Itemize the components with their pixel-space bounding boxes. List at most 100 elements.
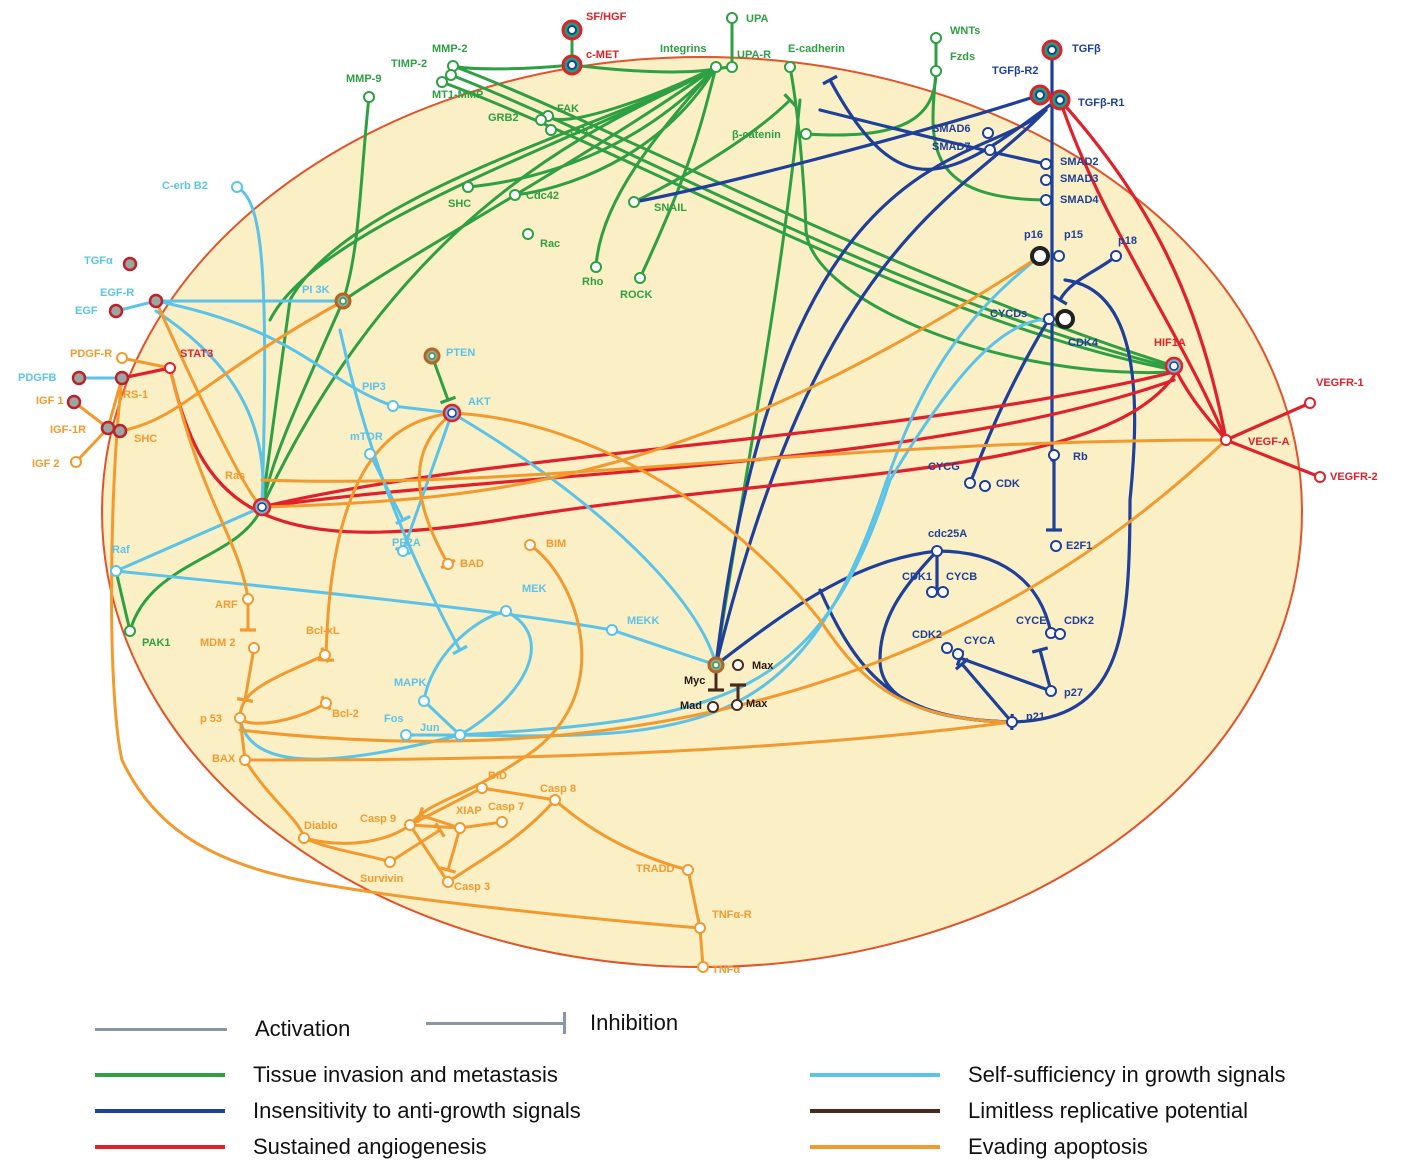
node-marker	[298, 832, 310, 844]
node-label-fak: FAK	[557, 103, 579, 115]
angiogenesis-swatch	[95, 1145, 225, 1149]
node-marker	[339, 297, 347, 305]
node-marker	[400, 729, 412, 741]
node-igf1r: IGF-1R	[50, 420, 116, 436]
node-label-e2f1: E2F1	[1066, 540, 1092, 552]
node-label-fzds: Fzds	[950, 51, 975, 63]
node-casp8: Casp 8	[540, 783, 576, 806]
node-marker	[1035, 90, 1045, 100]
node-cdk2a: CDK2	[912, 629, 953, 654]
node-marker	[964, 477, 976, 489]
node-e2f1: E2F1	[1050, 540, 1092, 552]
activation-edge-invasion	[260, 299, 345, 509]
node-smad4: SMAD4	[1040, 194, 1099, 206]
node-cmet: c-MET	[561, 49, 619, 76]
inhibition-edge-growth-signals	[401, 411, 454, 553]
inhibition-edge-apoptosis	[388, 828, 442, 864]
node-tgfb: TGFβ	[1041, 39, 1101, 61]
node-label-bcatenin: β-catenin	[732, 129, 781, 141]
node-marker	[462, 181, 474, 193]
node-p18: p18	[1110, 235, 1137, 262]
node-shc_top: SHC	[448, 181, 474, 210]
activation-edge-apoptosis	[238, 438, 1228, 743]
node-pak1: PAK1	[124, 625, 171, 649]
node-ras: Ras	[225, 470, 272, 517]
node-label-rock: ROCK	[620, 289, 652, 301]
node-marker	[941, 642, 953, 654]
node-mek: MEK	[500, 583, 547, 617]
activation-edge-angiogenesis	[1058, 98, 1228, 442]
node-label-mekk: MEKK	[627, 615, 659, 627]
inhibition-edge-apoptosis	[243, 646, 256, 702]
node-jun: Jun	[420, 722, 466, 741]
node-label-src: SRC	[570, 125, 593, 137]
node-stat3: STAT3	[164, 348, 213, 374]
node-mad: Mad	[680, 700, 719, 713]
activation-edge-anti-growth	[632, 93, 1042, 204]
node-tradd: TRADD	[636, 863, 694, 876]
node-arf: ARF	[215, 593, 254, 611]
activation-edge-apoptosis	[260, 254, 1042, 509]
anti-growth-label: Insensitivity to anti-growth signals	[253, 1098, 581, 1123]
node-marker	[239, 754, 251, 766]
legend-replicative: Limitless replicative potential	[810, 1098, 1248, 1124]
node-label-igf1r: IGF-1R	[50, 424, 86, 436]
node-raf: Raf	[110, 544, 130, 577]
activation-edge-apoptosis	[118, 299, 345, 433]
node-label-sfhgf: SF/HGF	[586, 11, 627, 23]
node-label-cycg: CYCG	[928, 461, 960, 473]
node-label-cyca: CYCA	[964, 635, 995, 647]
node-marker	[442, 558, 454, 570]
node-cdk2b: CDK2	[1054, 615, 1094, 640]
node-sfhgf: SF/HGF	[561, 11, 627, 41]
node-p21: p21	[1006, 711, 1045, 728]
inhibition-edge-apoptosis	[324, 411, 454, 662]
activation-edge-invasion	[114, 569, 132, 633]
node-label-smad6: SMAD6	[932, 123, 971, 135]
activation-edge-invasion	[341, 65, 718, 303]
node-rac: Rac	[522, 228, 560, 250]
node-marker	[387, 400, 399, 412]
node-marker	[319, 649, 331, 661]
node-label-cyce: CYCE	[1016, 615, 1047, 627]
node-label-upa: UPA	[746, 13, 768, 25]
node-label-p18: p18	[1118, 235, 1137, 247]
growth-signals-swatch	[810, 1073, 940, 1077]
node-marker	[1304, 397, 1316, 409]
node-marker	[476, 782, 488, 794]
node-cdc42: Cdc42	[509, 189, 559, 202]
apoptosis-label: Evading apoptosis	[968, 1134, 1148, 1159]
node-marker	[71, 370, 87, 386]
node-marker	[124, 625, 136, 637]
inhibition-edge-apoptosis	[446, 826, 462, 872]
node-marker	[397, 545, 409, 557]
node-timp2: TIMP-2	[391, 58, 457, 81]
node-marker	[606, 624, 618, 636]
inhibition-edge-anti-growth	[958, 656, 1053, 693]
node-smad7: SMAD7	[932, 141, 996, 156]
node-label-cerbb2: C-erb B2	[162, 180, 208, 192]
node-rb: Rb	[1048, 449, 1088, 463]
activation-edge-growth-signals	[154, 299, 395, 408]
activation-edge-invasion	[449, 73, 1176, 370]
activation-edge-invasion	[931, 69, 1052, 202]
activation-edge-invasion	[341, 95, 371, 303]
node-marker	[108, 303, 124, 319]
node-label-cdc25a: cdc25A	[928, 528, 967, 540]
activation-edge-apoptosis	[238, 716, 247, 762]
activation-edge-invasion	[638, 65, 718, 280]
node-marker	[731, 699, 743, 711]
node-pdgfr: PDGF-R	[70, 348, 128, 364]
node-p15: p15	[1053, 229, 1083, 262]
node-label-mdm2: MDM 2	[200, 637, 235, 649]
node-marker	[454, 729, 466, 741]
node-marker	[707, 701, 719, 713]
invasion-label: Tissue invasion and metastasis	[253, 1062, 558, 1087]
node-cdk4: CDK4	[1055, 309, 1099, 349]
node-bad: BAD	[442, 558, 484, 570]
node-mmp9: MMP-9	[346, 73, 381, 103]
activation-edge-angiogenesis	[1224, 438, 1322, 479]
node-marker	[590, 261, 602, 273]
node-pp2a: PP2A	[392, 537, 421, 557]
node-label-p53: p 53	[200, 713, 222, 725]
